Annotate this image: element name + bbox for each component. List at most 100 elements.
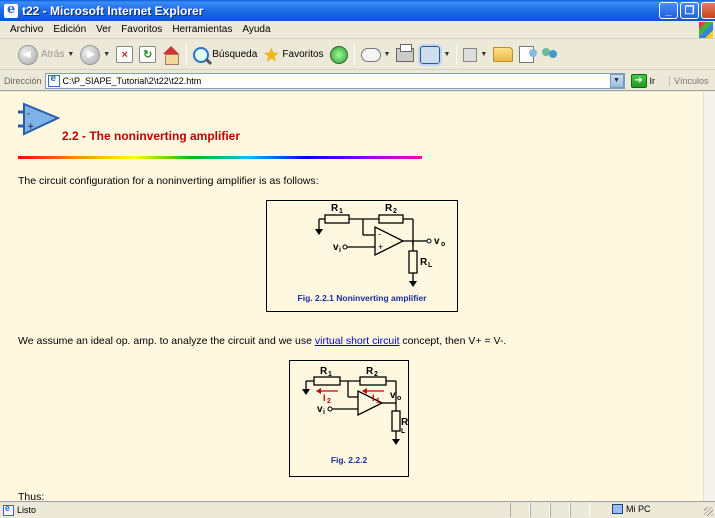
rainbow-divider	[18, 156, 422, 159]
chevron-down-icon: ▼	[103, 51, 111, 58]
label-rl: R	[401, 417, 408, 428]
chevron-down-icon: ▼	[480, 51, 488, 58]
discuss-button[interactable]: ▼	[463, 47, 488, 62]
star-icon: ★	[263, 44, 280, 65]
figure-2-caption: Fig. 2.2.2	[330, 455, 368, 465]
figure-1-caption: Fig. 2.2.1 Noninverting amplifier	[297, 293, 427, 303]
messenger-icon[interactable]	[540, 46, 560, 64]
refresh-icon[interactable]: ↻	[139, 46, 157, 63]
label-vo-sub: o	[441, 241, 445, 248]
toolbar-separator	[353, 44, 355, 65]
label-vo-sub: o	[397, 395, 401, 402]
menu-ayuda[interactable]: Ayuda	[242, 24, 271, 35]
page-icon	[47, 73, 60, 87]
back-arrow-icon	[18, 44, 38, 65]
status-pane	[510, 503, 530, 517]
history-icon[interactable]	[329, 45, 348, 64]
thus-paragraph: Thus:	[18, 491, 45, 501]
minus-sign: -	[378, 229, 381, 239]
status-pane	[530, 503, 550, 517]
label-r2: R	[366, 366, 374, 377]
label-i2: I	[323, 393, 326, 403]
address-bar: Dirección C:\P_SIAPE_Tutorial\2\t22\t22.…	[0, 71, 715, 91]
page-content: - + 2.2 - The noninverting amplifier The…	[0, 92, 703, 501]
figure-2-2-2: R 1 R 2 I 2 I 1 v i v o R L Fig. 2.2.2	[289, 360, 409, 477]
folder-icon[interactable]	[493, 47, 514, 62]
label-r2-sub: 2	[374, 371, 378, 378]
chevron-down-icon: ▼	[67, 51, 75, 58]
menu-bar: Archivo Edición Ver Favoritos Herramient…	[0, 21, 715, 39]
search-label: Búsqueda	[212, 49, 258, 60]
page-done-icon	[3, 503, 14, 516]
label-i2-sub: 2	[327, 398, 331, 405]
stop-icon[interactable]: ×	[116, 46, 134, 63]
label-i1-sub: 1	[376, 398, 380, 405]
standard-toolbar: Atrás ▼ ▼ × ↻ Búsqueda ★ Favoritos ▼ ▼ ▼	[0, 40, 715, 70]
address-dropdown-icon[interactable]: ▼	[609, 73, 624, 88]
virtual-short-circuit-link[interactable]: virtual short circuit	[314, 335, 400, 347]
chevron-down-icon: ▼	[383, 51, 391, 58]
status-bar: Listo Mi PC	[0, 501, 715, 518]
go-label: Ir	[649, 75, 656, 86]
svg-text:+: +	[27, 122, 35, 132]
figure-noninverting-amplifier: - + R 1 R 2 v i v o R L Fig. 2.2.1 Nonin…	[266, 200, 458, 312]
zone-label: Mi PC	[626, 504, 651, 514]
home-icon[interactable]	[162, 45, 180, 65]
menu-ver[interactable]: Ver	[96, 24, 112, 35]
favorites-label: Favoritos	[282, 49, 324, 60]
mail-button[interactable]: ▼	[360, 47, 391, 62]
label-r1-sub: 1	[328, 371, 332, 378]
menu-herramientas[interactable]: Herramientas	[172, 24, 233, 35]
links-button[interactable]: Vínculos	[669, 75, 709, 86]
minimize-button[interactable]: _	[659, 2, 678, 19]
plus-sign: +	[378, 242, 383, 252]
label-rl-sub: L	[401, 428, 406, 435]
forward-button[interactable]: ▼	[80, 44, 111, 65]
label-vi: v	[317, 404, 323, 415]
status-panes	[510, 503, 590, 517]
svg-text:-: -	[27, 109, 30, 119]
chevron-down-icon: ▼	[443, 51, 451, 58]
edit-button[interactable]: ▼	[418, 43, 451, 66]
label-r2: R	[385, 203, 393, 214]
forward-arrow-icon	[80, 44, 101, 65]
status-pane	[570, 503, 590, 517]
label-rl-sub: L	[428, 262, 433, 269]
vertical-scrollbar[interactable]	[703, 92, 715, 501]
address-input[interactable]: C:\P_SIAPE_Tutorial\2\t22\t22.htm ▼	[44, 72, 625, 89]
label-vi-sub: i	[323, 409, 325, 416]
search-button[interactable]: Búsqueda	[193, 46, 258, 63]
label-r1: R	[331, 203, 339, 214]
menu-edicion[interactable]: Edición	[53, 24, 87, 35]
address-label: Dirección	[4, 75, 42, 86]
favorites-button[interactable]: ★ Favoritos	[263, 46, 323, 64]
menu-archivo[interactable]: Archivo	[10, 24, 44, 35]
close-button[interactable]	[701, 2, 715, 19]
page-heading: 2.2 - The noninverting amplifier	[62, 129, 241, 143]
circuit-diagram-2: R 1 R 2 I 2 I 1 v i v o R L	[302, 366, 409, 445]
label-vo: v	[434, 236, 440, 247]
address-url[interactable]: C:\P_SIAPE_Tutorial\2\t22\t22.htm	[62, 75, 202, 86]
assumption-paragraph: We assume an ideal op. amp. to analyze t…	[18, 335, 506, 347]
toolbar-separator	[186, 44, 188, 65]
maximize-button[interactable]: ❐	[680, 2, 699, 19]
go-button[interactable]: ➜ Ir	[630, 73, 656, 88]
menu-favoritos[interactable]: Favoritos	[121, 24, 163, 35]
label-rl: R	[420, 257, 428, 268]
label-vi: v	[333, 242, 339, 253]
print-icon[interactable]	[396, 43, 415, 62]
assumption-text-after: concept, then V+ = V-.	[399, 335, 507, 347]
label-vo: v	[390, 390, 396, 401]
title-bar: t22 - Microsoft Internet Explorer _ ❐	[0, 0, 715, 21]
search-icon	[193, 46, 210, 63]
status-pane	[550, 503, 570, 517]
toolbar-separator	[456, 44, 458, 65]
resize-grip[interactable]	[704, 507, 713, 516]
back-button[interactable]: Atrás ▼	[18, 44, 75, 65]
windows-logo-icon	[699, 22, 713, 38]
go-arrow-icon: ➜	[630, 73, 647, 88]
ie-icon	[4, 2, 18, 18]
research-icon[interactable]	[519, 46, 538, 63]
edit-icon	[418, 43, 443, 66]
computer-icon	[612, 504, 623, 514]
